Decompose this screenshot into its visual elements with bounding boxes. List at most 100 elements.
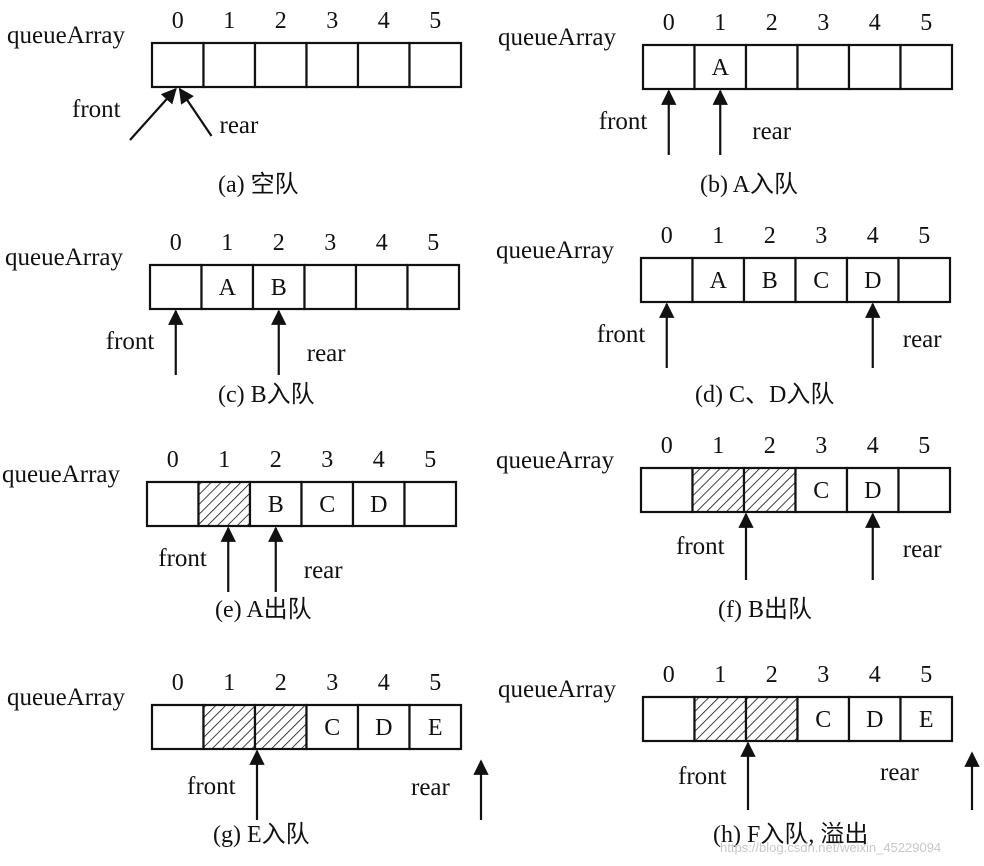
index-label: 4 — [866, 433, 879, 459]
queue-cell — [403, 480, 458, 528]
queue-cell — [300, 480, 355, 528]
index-label: 0 — [169, 230, 182, 256]
cell-value: A — [709, 268, 727, 294]
array-name-label: queueArray — [7, 22, 125, 49]
cell-value: D — [864, 478, 882, 504]
panel-d — [639, 256, 952, 368]
index-label: 4 — [375, 230, 388, 256]
front-label: front — [72, 96, 121, 123]
queue-cell-dequeued — [742, 466, 797, 514]
queue-cell — [897, 466, 952, 514]
queue-cell — [744, 43, 799, 91]
queue-cell — [639, 466, 694, 514]
index-label: 5 — [920, 10, 933, 36]
array-name-label: queueArray — [498, 676, 616, 703]
index-label: 2 — [763, 433, 776, 459]
panel-f — [639, 466, 952, 580]
queue-cell — [303, 263, 358, 311]
queue-cell — [145, 480, 200, 528]
queue-cell-dequeued — [253, 703, 308, 751]
queue-cell — [693, 43, 748, 91]
panel-caption: (d) C、D入队 — [695, 382, 835, 408]
cell-value: C — [324, 715, 341, 741]
index-label: 0 — [660, 223, 673, 249]
queue-cell — [641, 43, 696, 91]
queue-cell — [305, 41, 360, 89]
queue-cell — [253, 41, 308, 89]
cell-value: A — [711, 55, 729, 81]
queue-cell — [847, 43, 902, 91]
cell-value: E — [427, 715, 443, 741]
cell-value: B — [267, 492, 284, 518]
queue-cell — [202, 41, 257, 89]
queue-cell — [248, 480, 303, 528]
queue-cell-dequeued — [691, 466, 746, 514]
index-label: 2 — [763, 223, 776, 249]
index-label: 2 — [274, 670, 287, 696]
index-label: 4 — [372, 447, 385, 473]
panel-caption: (b) A入队 — [700, 172, 798, 198]
rear-label: rear — [411, 774, 450, 801]
index-label: 3 — [321, 447, 334, 473]
index-label: 2 — [274, 8, 287, 34]
queue-cell-dequeued — [744, 695, 799, 743]
index-label: 3 — [815, 223, 828, 249]
queue-cell — [356, 703, 411, 751]
cell-value: E — [918, 707, 934, 733]
rear-label: rear — [880, 759, 919, 786]
rear-label: rear — [219, 112, 259, 139]
queue-cell — [150, 703, 205, 751]
panel-g — [150, 703, 489, 820]
cell-value: C — [813, 478, 830, 504]
queue-cell — [899, 43, 954, 91]
queue-cell — [406, 263, 461, 311]
queue-cell — [408, 41, 463, 89]
index-label: 0 — [662, 10, 675, 36]
queue-cell — [899, 695, 954, 743]
index-label: 4 — [868, 10, 881, 36]
cell-value: C — [815, 707, 832, 733]
index-label: 5 — [424, 447, 437, 473]
index-label: 3 — [324, 230, 337, 256]
front-label: front — [187, 773, 236, 800]
index-label: 1 — [712, 223, 725, 249]
index-label: 4 — [377, 670, 390, 696]
index-label: 1 — [218, 447, 231, 473]
index-label: 4 — [377, 8, 390, 34]
index-label: 0 — [166, 447, 179, 473]
panel-h — [641, 695, 980, 810]
cell-value: D — [864, 268, 882, 294]
index-label: 3 — [817, 10, 830, 36]
queue-cell — [742, 256, 797, 304]
queue-cell — [305, 703, 360, 751]
queue-cell — [847, 695, 902, 743]
index-label: 3 — [326, 670, 339, 696]
queue-cell-dequeued — [202, 703, 257, 751]
index-label: 5 — [429, 670, 442, 696]
index-label: 2 — [269, 447, 282, 473]
index-label: 5 — [918, 433, 931, 459]
panel-caption: (e) A出队 — [215, 597, 312, 623]
index-label: 3 — [326, 8, 339, 34]
index-label: 5 — [427, 230, 440, 256]
index-label: 5 — [918, 223, 931, 249]
array-name-label: queueArray — [5, 244, 123, 271]
cell-value: D — [866, 707, 884, 733]
front-pointer-arrow — [129, 87, 177, 141]
panel-e — [145, 480, 458, 592]
index-label: 1 — [714, 662, 727, 688]
rear-label: rear — [902, 326, 942, 353]
index-label: 1 — [223, 670, 236, 696]
queue-cell — [351, 480, 406, 528]
index-label: 2 — [765, 10, 778, 36]
rear-label: rear — [306, 340, 346, 367]
panel-caption: (c) B入队 — [218, 382, 315, 408]
array-name-label: queueArray — [2, 461, 120, 488]
array-name-label: queueArray — [498, 24, 616, 51]
cell-value: B — [761, 268, 778, 294]
queue-cell-dequeued — [197, 480, 252, 528]
index-label: 1 — [714, 10, 727, 36]
panel-caption: (g) E入队 — [213, 822, 310, 848]
panel-caption: (a) 空队 — [218, 172, 299, 198]
array-name-label: queueArray — [496, 447, 614, 474]
